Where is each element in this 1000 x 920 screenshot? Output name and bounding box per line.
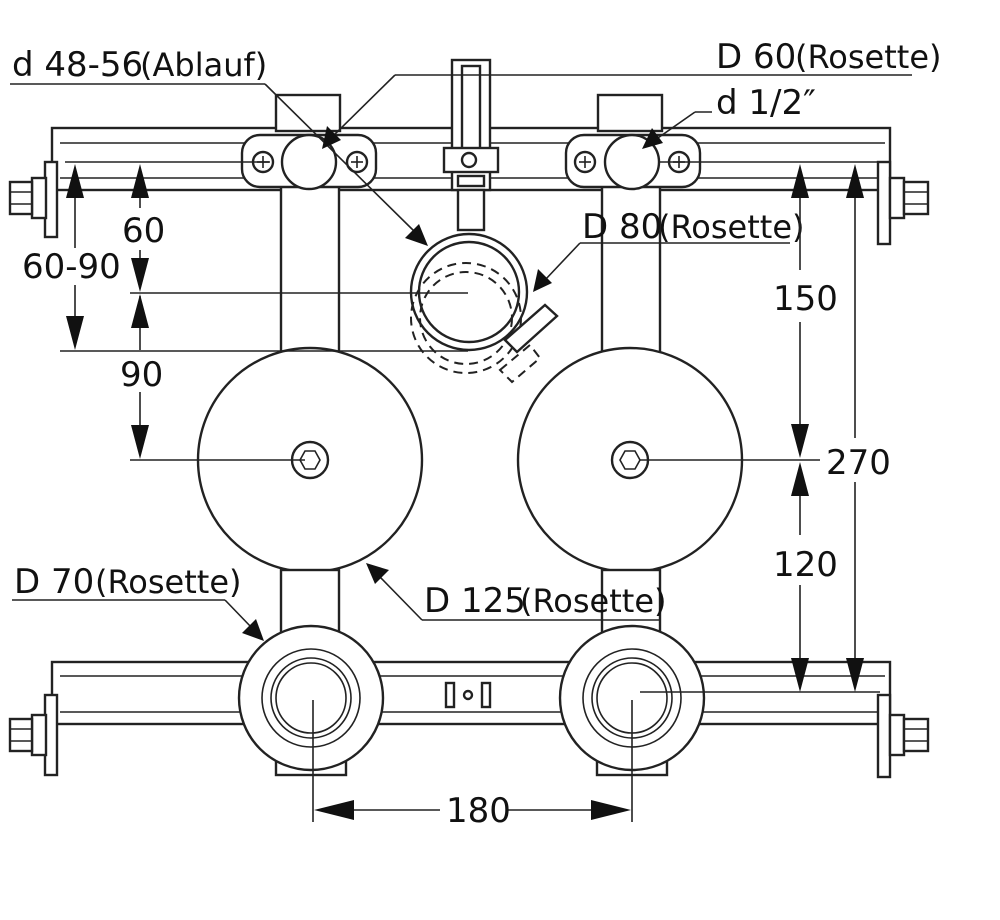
leader-d-half <box>642 111 712 149</box>
dim-120-line <box>791 462 809 692</box>
label-D70: D 70 <box>14 562 94 602</box>
extension-lines <box>60 161 880 822</box>
label-d-ablauf-note: (Ablauf) <box>140 46 267 84</box>
right-top-bracket <box>876 160 930 246</box>
label-D125: D 125 <box>424 581 526 621</box>
leader-ablauf <box>10 83 428 246</box>
label-D80: D 80 <box>582 207 662 247</box>
label-d-ablauf: d 48-56 <box>12 45 143 85</box>
dim-150: 150 <box>773 279 838 319</box>
dim-180: 180 <box>446 791 511 831</box>
leader-D125 <box>366 563 660 621</box>
right-bottom-bracket <box>876 693 930 779</box>
dim-60-line <box>131 164 149 292</box>
dim-270: 270 <box>826 443 891 483</box>
drain-clamp <box>409 232 559 384</box>
label-D125-note: (Rosette) <box>520 582 666 620</box>
dim-90: 90 <box>120 355 163 395</box>
dim-150-line <box>791 164 809 458</box>
label-d-half: d 1/2″ <box>716 83 816 123</box>
right-bottom-valve <box>558 624 706 777</box>
label-D70-note: (Rosette) <box>95 563 241 601</box>
dim-60: 60 <box>122 211 165 251</box>
center-hanger <box>442 58 500 232</box>
right-top-connector <box>564 93 702 191</box>
left-vertical-pipe <box>279 183 341 357</box>
label-D60-note: (Rosette) <box>795 38 941 76</box>
left-top-connector <box>240 93 378 191</box>
leader-D80 <box>533 242 790 292</box>
left-top-bracket <box>8 160 59 239</box>
bottom-mounting-rail <box>50 660 892 726</box>
leader-D70 <box>12 599 264 641</box>
dim-120: 120 <box>773 545 838 585</box>
left-bottom-valve <box>237 624 385 777</box>
dim-60-90: 60-90 <box>22 247 121 287</box>
label-D60: D 60 <box>716 37 796 77</box>
label-D80-note: (Rosette) <box>658 208 804 246</box>
dim-90-line <box>131 294 149 459</box>
left-bottom-bracket <box>8 693 59 777</box>
leader-D60 <box>322 74 912 149</box>
dim-60-90-line <box>66 164 84 350</box>
dim-270-line <box>846 164 864 692</box>
dim-180-line <box>314 800 631 820</box>
